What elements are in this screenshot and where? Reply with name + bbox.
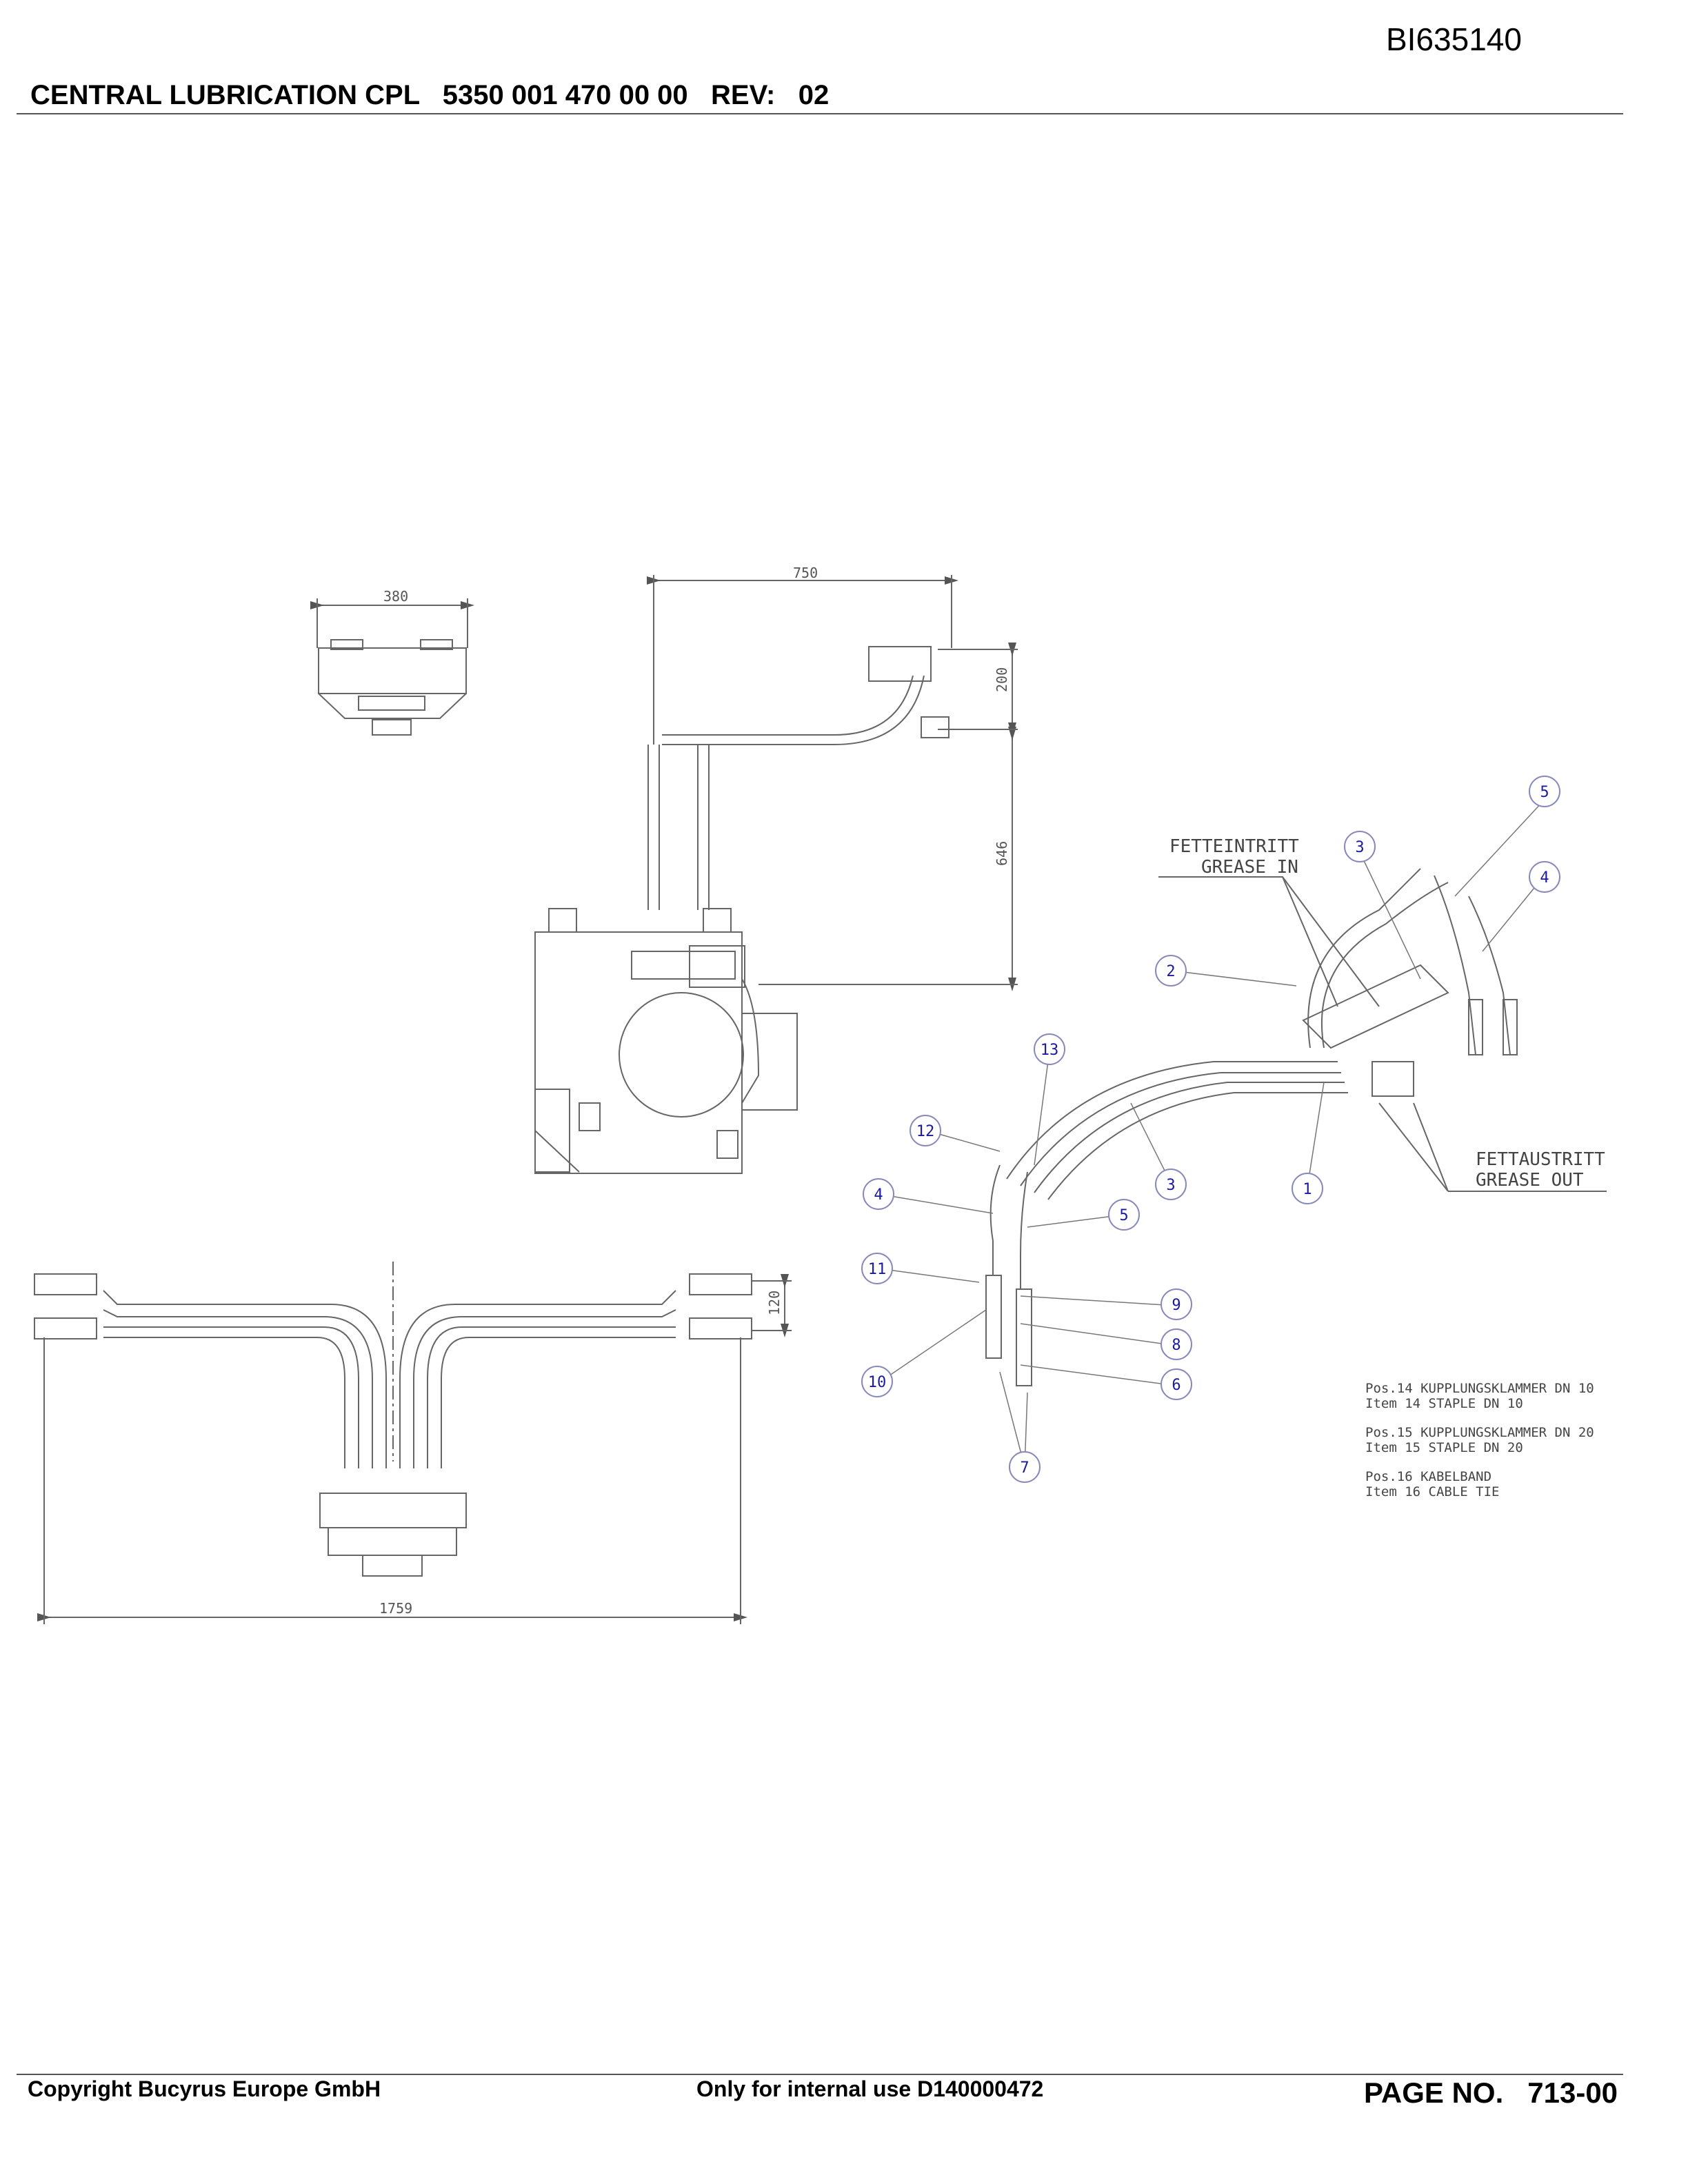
svg-text:12: 12 bbox=[916, 1123, 935, 1140]
hose-plan-view bbox=[34, 1262, 792, 1624]
svg-text:5: 5 bbox=[1119, 1207, 1128, 1224]
dim-120: 120 bbox=[766, 1291, 783, 1315]
svg-text:2: 2 bbox=[1166, 963, 1175, 980]
svg-text:13: 13 bbox=[1041, 1042, 1059, 1059]
balloon: 4 bbox=[1529, 861, 1560, 893]
grease-in-label-de: FETTEINTRITT bbox=[1169, 836, 1299, 857]
svg-text:7: 7 bbox=[1020, 1459, 1029, 1477]
page-number: PAGE NO. 713-00 bbox=[1364, 2076, 1618, 2109]
note-line: Item 16 CABLE TIE bbox=[1365, 1484, 1499, 1499]
svg-text:9: 9 bbox=[1172, 1297, 1180, 1314]
dim-380: 380 bbox=[383, 588, 408, 605]
footer-internal-use: Only for internal use D140000472 bbox=[696, 2076, 1044, 2101]
balloon: 10 bbox=[861, 1366, 893, 1397]
balloon: 7 bbox=[1009, 1451, 1041, 1483]
balloon: 9 bbox=[1160, 1288, 1192, 1320]
balloon: 6 bbox=[1160, 1368, 1192, 1400]
footer-copyright: Copyright Bucyrus Europe GmbH bbox=[28, 2076, 381, 2101]
note-line: Item 15 STAPLE DN 20 bbox=[1365, 1440, 1523, 1455]
hose-isometric-view bbox=[985, 868, 1607, 1386]
svg-text:6: 6 bbox=[1172, 1377, 1180, 1394]
grease-out-label-en: GREASE OUT bbox=[1476, 1170, 1584, 1191]
dim-646: 646 bbox=[994, 841, 1010, 866]
dim-1759: 1759 bbox=[379, 1600, 412, 1617]
balloon: 1 bbox=[1292, 1173, 1323, 1204]
page-title: CENTRAL LUBRICATION CPL 5350 001 470 00 … bbox=[30, 80, 830, 110]
svg-text:5: 5 bbox=[1540, 784, 1549, 801]
header-divider bbox=[17, 113, 1623, 114]
note-line: Pos.15 KUPPLUNGSKLAMMER DN 20 bbox=[1365, 1425, 1594, 1440]
grease-in-label-en: GREASE IN bbox=[1201, 857, 1298, 878]
svg-text:10: 10 bbox=[868, 1374, 887, 1391]
note-line: Pos.14 KUPPLUNGSKLAMMER DN 10 bbox=[1365, 1381, 1594, 1396]
footer-divider bbox=[17, 2074, 1623, 2075]
balloon: 13 bbox=[1034, 1033, 1065, 1065]
note-line: Pos.16 KABELBAND bbox=[1365, 1469, 1491, 1484]
dim-750: 750 bbox=[793, 565, 818, 581]
leader-lines bbox=[878, 800, 1544, 1468]
machine-side-view bbox=[534, 575, 1018, 1174]
svg-text:3: 3 bbox=[1355, 839, 1364, 856]
dim-200: 200 bbox=[994, 667, 1010, 692]
balloon: 2 bbox=[1155, 955, 1187, 987]
balloon: 12 bbox=[910, 1115, 941, 1146]
svg-text:11: 11 bbox=[868, 1261, 887, 1278]
balloon: 5 bbox=[1108, 1199, 1140, 1231]
document-id: BI635140 bbox=[1386, 21, 1522, 57]
svg-text:4: 4 bbox=[1540, 869, 1549, 887]
svg-text:1: 1 bbox=[1303, 1181, 1312, 1198]
svg-text:4: 4 bbox=[874, 1186, 883, 1204]
balloon: 4 bbox=[863, 1178, 894, 1210]
note-line: Item 14 STAPLE DN 10 bbox=[1365, 1396, 1523, 1411]
balloon: 5 bbox=[1529, 776, 1560, 807]
grease-out-label-de: FETTAUSTRITT bbox=[1476, 1149, 1605, 1170]
svg-text:3: 3 bbox=[1166, 1177, 1175, 1194]
balloon: 3 bbox=[1344, 831, 1376, 862]
balloon: 8 bbox=[1160, 1328, 1192, 1360]
svg-text:8: 8 bbox=[1172, 1337, 1180, 1354]
balloon: 11 bbox=[861, 1253, 893, 1284]
distributor-end-view bbox=[310, 598, 474, 736]
balloon: 3 bbox=[1155, 1169, 1187, 1200]
